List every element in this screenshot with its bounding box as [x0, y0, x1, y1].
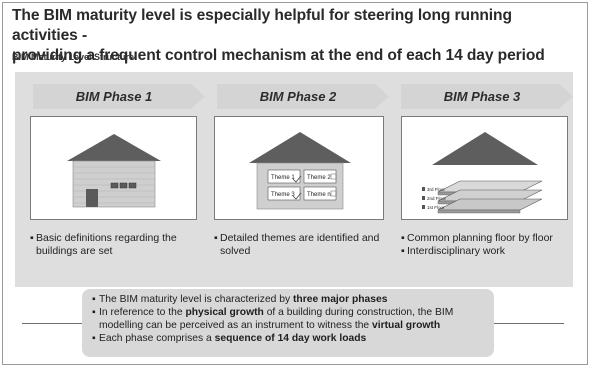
phase-3-panel: 3rd Floor 2nd Floor 1st Floor — [401, 116, 568, 220]
phase-3-bullets: ▪ Common planning floor by floor ▪ Inter… — [401, 232, 573, 258]
summary-box: ▪ The BIM maturity level is characterize… — [82, 289, 494, 357]
bullet-icon: ▪ — [92, 307, 96, 318]
check-icon — [292, 192, 302, 200]
bullet-icon: ▪ — [401, 245, 405, 257]
phase-3-arrow: BIM Phase 3 — [401, 84, 573, 109]
list-item: ▪ Basic definitions regarding the buildi… — [30, 232, 177, 257]
headline-line-1: The BIM maturity level is especially hel… — [12, 7, 512, 44]
bullet-icon: ▪ — [30, 232, 34, 244]
bullet-icon: ▪ — [92, 294, 96, 305]
theme-label-1: Theme 1 — [271, 175, 295, 181]
floor-label-1st: 1st Floor — [427, 205, 445, 210]
house-roof — [249, 132, 351, 163]
bullet-icon: ▪ — [401, 232, 405, 244]
checkbox-icon — [330, 173, 337, 180]
warehouse-illustration — [67, 134, 161, 208]
list-item: ▪ Each phase comprises a sequence of 14 … — [92, 333, 367, 344]
bullet-icon: ▪ — [92, 333, 96, 344]
phase-2-panel: Theme 1 Theme 2 Theme 3 Theme n — [214, 116, 384, 220]
theme-box-1 — [267, 169, 301, 184]
list-item: ▪ The BIM maturity level is characterize… — [92, 294, 388, 305]
divider-line-right — [494, 323, 564, 324]
theme-box-3 — [267, 186, 301, 201]
list-item: ▪ Interdisciplinary work — [401, 245, 506, 257]
headline: The BIM maturity level is especially hel… — [12, 6, 578, 66]
floor-label-2nd: 2nd Floor — [427, 196, 447, 201]
theme-label-2: Theme 2 — [307, 175, 331, 181]
phase-3-title: BIM Phase 3 — [443, 89, 521, 104]
floor-slabs — [437, 180, 543, 214]
window — [119, 182, 128, 189]
check-icon — [292, 175, 302, 183]
bullet-icon: ▪ — [214, 232, 218, 244]
list-item: ▪ Detailed themes are identified and sol… — [214, 232, 380, 257]
window — [128, 182, 137, 189]
theme-label-n: Theme n — [307, 192, 331, 198]
headline-line-2: providing a frequent control mechanism a… — [12, 47, 545, 64]
diagram-subtitle: BIM Maturity Level Structure — [12, 52, 135, 62]
phase-1-panel — [30, 116, 197, 220]
floor-label-3rd: 3rd Floor — [427, 187, 446, 192]
house-roof — [432, 132, 538, 165]
themes-house-illustration: Theme 1 Theme 2 Theme 3 Theme n — [249, 132, 351, 210]
floors-house-illustration: 3rd Floor 2nd Floor 1st Floor — [422, 132, 543, 214]
list-item: ▪ Common planning floor by floor — [401, 232, 553, 244]
phase-1-bullets: ▪ Basic definitions regarding the buildi… — [30, 232, 202, 258]
divider-line-left — [22, 323, 82, 324]
floor-icons — [422, 187, 425, 209]
checkbox-icon — [330, 190, 337, 197]
window — [110, 182, 119, 189]
phase-2-arrow: BIM Phase 2 — [217, 84, 389, 109]
list-item: ▪ In reference to the physical growth of… — [92, 307, 454, 331]
theme-label-3: Theme 3 — [271, 192, 295, 198]
phase-1-title: BIM Phase 1 — [75, 89, 153, 104]
phase-2-title: BIM Phase 2 — [259, 89, 337, 104]
phase-2-bullets: ▪ Detailed themes are identified and sol… — [214, 232, 386, 258]
warehouse-door — [86, 189, 98, 207]
warehouse-roof — [67, 134, 161, 161]
phase-1-arrow: BIM Phase 1 — [33, 84, 205, 109]
